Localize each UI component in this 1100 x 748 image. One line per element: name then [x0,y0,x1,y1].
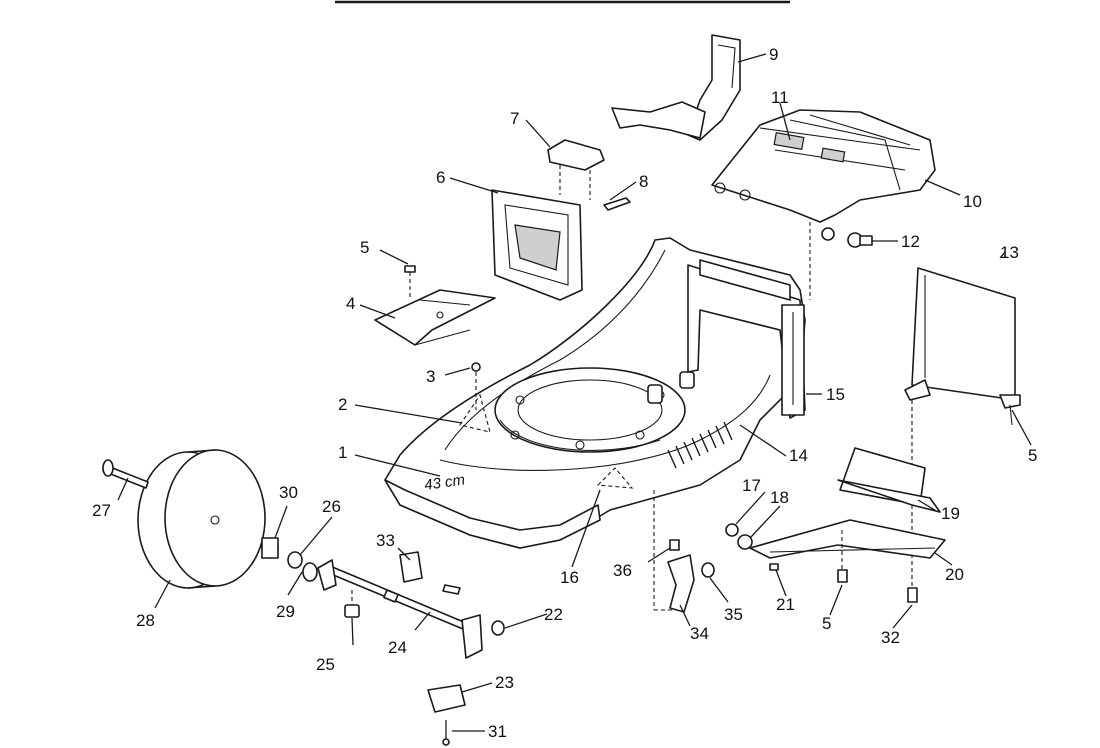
callout-6: 6 [436,168,445,187]
callout-2: 2 [338,395,347,414]
callout-32: 32 [881,628,900,647]
callout-5-repeat-lower: 5 [822,614,831,633]
callout-11: 11 [771,88,789,107]
callout-9: 9 [769,45,778,64]
callout-5: 5 [360,238,369,257]
callout-8: 8 [639,172,648,191]
callout-21: 21 [776,595,795,614]
callout-34: 34 [690,624,709,643]
callout-10: 10 [963,192,982,211]
callout-24: 24 [388,638,407,657]
callout-22: 22 [544,605,563,624]
callout-1: 1 [338,443,347,462]
chute-guard [611,34,741,141]
rear-flap-group [725,404,1013,603]
callout-3: 3 [426,367,435,386]
height-adjust-axle [317,551,505,659]
callout-16: 16 [560,568,579,587]
callout-28: 28 [136,611,155,630]
callout-18: 18 [770,488,789,507]
callout-13: 13 [1000,243,1019,262]
side-guard-plate [904,267,1021,590]
callout-29: 29 [276,602,295,621]
lower-clip [427,684,466,746]
grass-flap-assembly [491,139,631,301]
cover-bolt [809,222,873,300]
front-bracket [374,265,496,410]
rear-cover [711,109,936,223]
wheel [137,449,266,589]
mower-deck [384,237,806,549]
callout-33: 33 [376,531,395,550]
leader-lines [117,53,1032,732]
callout-labels: 1 2 3 4 5 6 7 8 9 10 11 12 13 14 15 16 1… [92,45,1037,741]
callout-12: 12 [901,232,920,251]
callout-25: 25 [316,655,335,674]
callout-15: 15 [826,385,845,404]
lever-bracket [653,490,715,613]
wheel-spacers [261,537,318,582]
callout-26: 26 [322,497,341,516]
callout-36: 36 [613,561,632,580]
deck-size-marking: 43 cm [423,471,466,494]
callout-20: 20 [945,565,964,584]
callout-19: 19 [941,504,960,523]
callout-17: 17 [742,476,761,495]
callout-30: 30 [279,483,298,502]
vent-grille [667,421,733,469]
callout-27: 27 [92,501,111,520]
callout-35: 35 [724,605,743,624]
callout-7: 7 [510,109,519,128]
callout-31: 31 [488,722,507,741]
wheel-bolt [102,459,149,489]
callout-5-repeat-right: 5 [1028,446,1037,465]
callout-23: 23 [495,673,514,692]
callout-14: 14 [789,446,808,465]
callout-4: 4 [346,294,355,313]
